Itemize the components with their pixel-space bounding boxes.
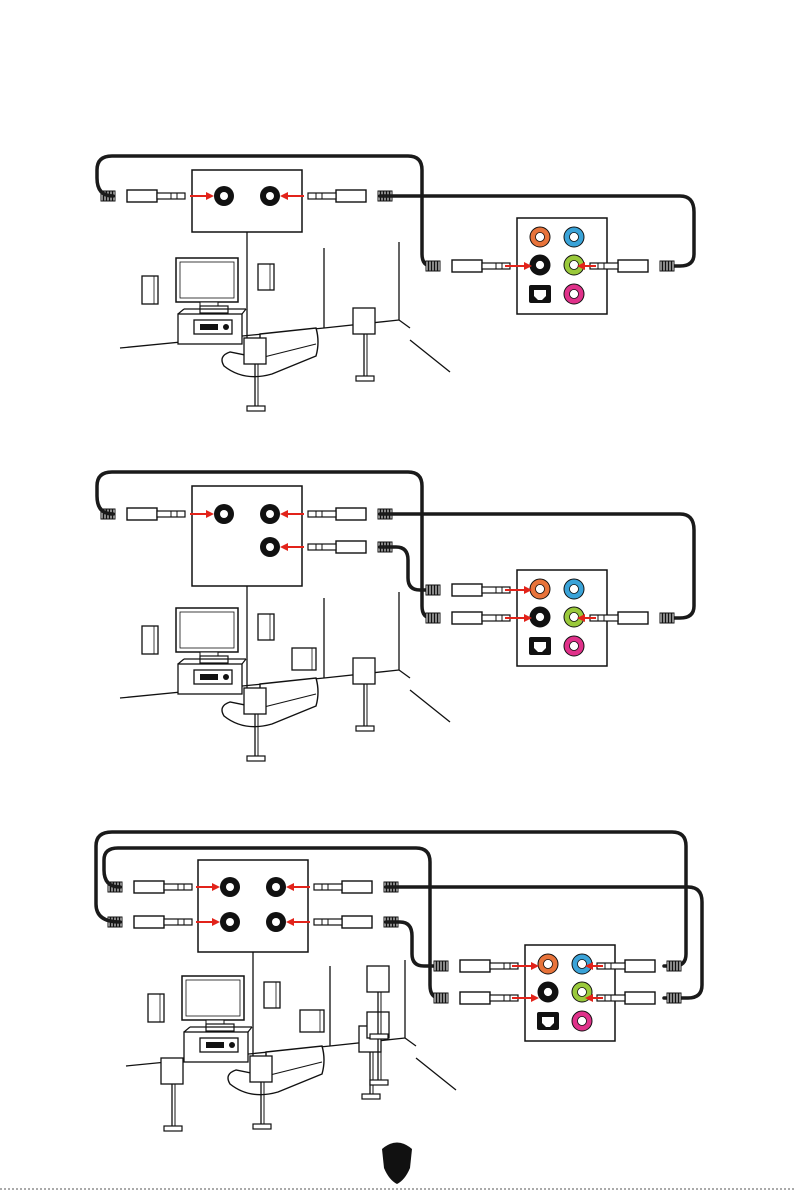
receiver-jack [266, 912, 286, 932]
tv-icon [176, 258, 238, 306]
floor-speaker-icon [353, 658, 375, 731]
audio-plug [434, 960, 518, 972]
audio-port-pink [572, 1011, 592, 1031]
audio-port-black [538, 982, 558, 1002]
tv-icon [182, 976, 244, 1024]
audio-port-orange [530, 579, 550, 599]
speaker-icon [264, 982, 280, 1008]
audio-port-orange [530, 227, 550, 247]
floor-speaker-icon [353, 308, 375, 381]
receiver-jack [214, 186, 234, 206]
audio-plug [426, 612, 510, 624]
av-receiver-icon [194, 320, 232, 334]
figure-4-channel-speaker-connection [97, 472, 694, 761]
av-receiver-icon [194, 670, 232, 684]
optical-port [529, 637, 551, 655]
shield-logo-icon [382, 1143, 412, 1185]
tv-icon [176, 608, 238, 656]
speaker-receiver-panel [192, 170, 302, 232]
audio-plug [426, 260, 510, 272]
speaker-icon [258, 614, 274, 640]
receiver-jack [214, 504, 234, 524]
living-room-scene [120, 592, 450, 761]
receiver-jack [260, 537, 280, 557]
audio-plug [426, 584, 510, 596]
figure-6-channel-speaker-connection [96, 832, 702, 1131]
floor-speaker-icon [161, 1058, 183, 1131]
audio-port-blue [564, 579, 584, 599]
av-receiver-icon [200, 1038, 238, 1052]
optical-port [529, 285, 551, 303]
audio-port-black [530, 607, 550, 627]
speaker-icon [142, 626, 158, 654]
speaker-receiver-panel [192, 486, 302, 586]
audio-port-blue [564, 227, 584, 247]
audio-port-pink [564, 636, 584, 656]
receiver-jack [220, 912, 240, 932]
receiver-jack [220, 877, 240, 897]
audio-port-blue [572, 954, 592, 974]
speaker-icon [142, 276, 158, 304]
audio-plug [434, 992, 518, 1004]
audio-port-pink [564, 284, 584, 304]
audio-port-orange [538, 954, 558, 974]
rear-audio-panel [525, 945, 615, 1041]
audio-cable [380, 547, 432, 590]
receiver-jack [260, 504, 280, 524]
receiver-jack [260, 186, 280, 206]
speaker-receiver-panel [198, 860, 308, 952]
living-room-scene [120, 242, 450, 411]
optical-port [537, 1012, 559, 1030]
speaker-icon [292, 648, 316, 670]
figure-2-channel-speaker-connection [97, 156, 694, 411]
audio-cable [386, 922, 440, 966]
audio-port-black [530, 255, 550, 275]
living-room-scene [126, 960, 456, 1131]
speaker-icon [148, 994, 164, 1022]
receiver-jack [266, 877, 286, 897]
speaker-icon [300, 1010, 324, 1032]
speaker-icon [258, 264, 274, 290]
